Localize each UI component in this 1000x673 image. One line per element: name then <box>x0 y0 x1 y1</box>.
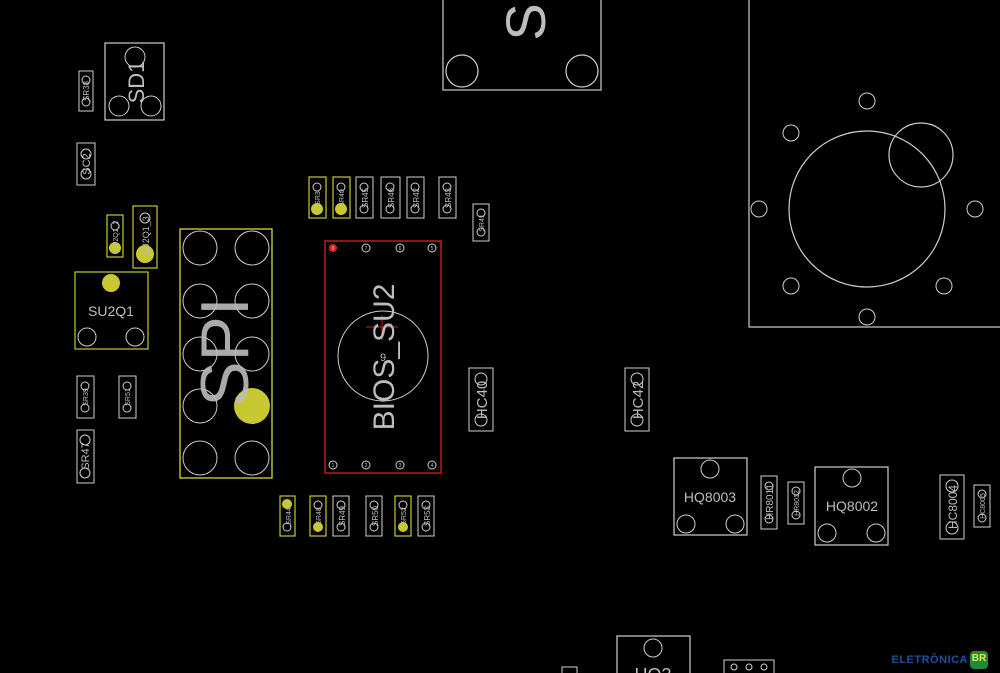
watermark-badge-icon: BR <box>970 651 988 669</box>
component-sr45[interactable]: SR45 <box>355 176 374 219</box>
su2q1-label: SU2Q1 <box>88 303 134 319</box>
bios-pin-5: 5 <box>431 246 434 252</box>
sr40-label: SR40 <box>339 189 346 207</box>
component-sd1[interactable]: SD1 <box>104 42 165 121</box>
hr8011-label: HR8011 <box>765 484 776 520</box>
sr49-label: SR49 <box>338 505 347 526</box>
component-sr3[interactable]: SR3 <box>308 176 327 219</box>
bios-pin-6: 6 <box>399 246 402 252</box>
hr8012-label: HR8012 <box>794 490 801 516</box>
bios-pin-2: 2 <box>365 463 368 469</box>
sr44-label: SR44 <box>286 507 293 525</box>
component-sr39[interactable]: SR52 <box>394 495 412 537</box>
sr38-label: SR51 <box>125 388 132 406</box>
sr3-label: SR3 <box>315 191 322 205</box>
hc40-label: HC40 <box>474 381 491 419</box>
mounting-hole-area[interactable] <box>748 0 1000 328</box>
sr36-label: SR38 <box>82 80 91 101</box>
sr39-label: SR52 <box>401 507 408 525</box>
hc42-label: HC42 <box>630 381 647 419</box>
hq8002-label: HQ8002 <box>826 498 878 514</box>
component-hc8005[interactable]: HC8005 <box>973 484 991 528</box>
component-sr43[interactable]: SR43 <box>438 176 457 219</box>
hc8005-label: HC8005 <box>980 493 987 519</box>
component-sr51[interactable]: SR53 <box>417 495 435 537</box>
hq8003-label: HQ8003 <box>684 489 736 505</box>
component-top-partial[interactable]: S <box>442 0 602 91</box>
component-hc8004[interactable]: HC8004 <box>939 474 965 540</box>
component-sr47[interactable]: SR47 <box>76 429 95 484</box>
sr37-label: SR39 <box>83 388 90 406</box>
component-sr49[interactable]: SR49 <box>332 495 350 537</box>
sr50-label: SR50 <box>371 505 380 526</box>
component-bios-su2[interactable]: 8 7 6 5 1 2 3 4 9 BIOS_SU2 <box>324 240 442 474</box>
su2q1-2-label: SU2Q1_2 <box>113 221 120 252</box>
hq-bottom-label: HQ3 <box>634 665 671 673</box>
bios-pin-1: 1 <box>332 463 335 469</box>
component-sr48[interactable]: SR48 <box>309 495 327 537</box>
watermark-text: ELETRÔNICA <box>891 654 968 666</box>
sr45-label: SR45 <box>361 187 370 208</box>
sr43-label: SR43 <box>444 187 453 208</box>
sr51-label: SR53 <box>423 505 432 526</box>
component-spi-header[interactable]: SPI <box>179 228 273 479</box>
component-sr40[interactable]: SR40 <box>332 176 351 219</box>
sr46-label: SR46 <box>387 187 396 208</box>
bios-pin-4: 4 <box>431 463 434 469</box>
bios-pin-7: 7 <box>365 246 368 252</box>
component-sr50[interactable]: SR50 <box>365 495 383 537</box>
component-sr38[interactable]: SR51 <box>118 375 137 419</box>
component-bottom-small[interactable] <box>561 666 578 673</box>
bios-center-pin-label: 9 <box>380 352 386 364</box>
component-bottom-connector[interactable] <box>723 659 775 673</box>
component-sr41[interactable]: SR41 <box>472 203 490 242</box>
sr48-label: SR48 <box>316 507 323 525</box>
sr42-label: SR42 <box>412 187 421 208</box>
component-hr8011[interactable]: HR8011 <box>760 475 778 530</box>
component-hc40[interactable]: HC40 <box>468 367 494 432</box>
component-hr8012[interactable]: HR8012 <box>787 481 805 525</box>
component-hq8002[interactable]: HQ8002 <box>814 466 889 546</box>
watermark-badge-text: BR <box>971 653 987 664</box>
bios-pin-3: 3 <box>399 463 402 469</box>
component-sr37[interactable]: SR39 <box>76 375 95 419</box>
top-partial-label: S <box>494 3 557 40</box>
su2q1-3-label: SU2Q1_3 <box>141 216 151 256</box>
component-hq-bottom[interactable]: HQ3 <box>616 635 691 673</box>
component-sr36[interactable]: SR38 <box>78 70 94 112</box>
component-su2q1-3[interactable]: SU2Q1_3 <box>132 205 158 269</box>
component-hc42[interactable]: HC42 <box>624 367 650 432</box>
bios-pin-8: 8 <box>332 246 335 252</box>
component-sr44[interactable]: SR44 <box>279 495 296 537</box>
hc8004-label: HC8004 <box>946 485 960 529</box>
sd1-label: SD1 <box>124 61 149 104</box>
bios-su2-label: BIOS_SU2 <box>368 284 401 431</box>
sr47-label: SR47 <box>80 442 92 470</box>
sc2-label: SC2 <box>81 153 93 174</box>
spi-label: SPI <box>187 297 263 407</box>
component-sc2[interactable]: SC2 <box>76 142 96 186</box>
component-sr46[interactable]: SR46 <box>380 176 401 219</box>
component-su2q1-2[interactable]: SU2Q1_2 <box>106 214 124 258</box>
component-sr42[interactable]: SR42 <box>406 176 425 219</box>
watermark: ELETRÔNICA BR <box>891 651 988 669</box>
component-hq8003[interactable]: HQ8003 <box>673 457 748 536</box>
component-su2q1[interactable]: SU2Q1 <box>74 271 149 350</box>
sr41-label: SR41 <box>479 214 486 232</box>
